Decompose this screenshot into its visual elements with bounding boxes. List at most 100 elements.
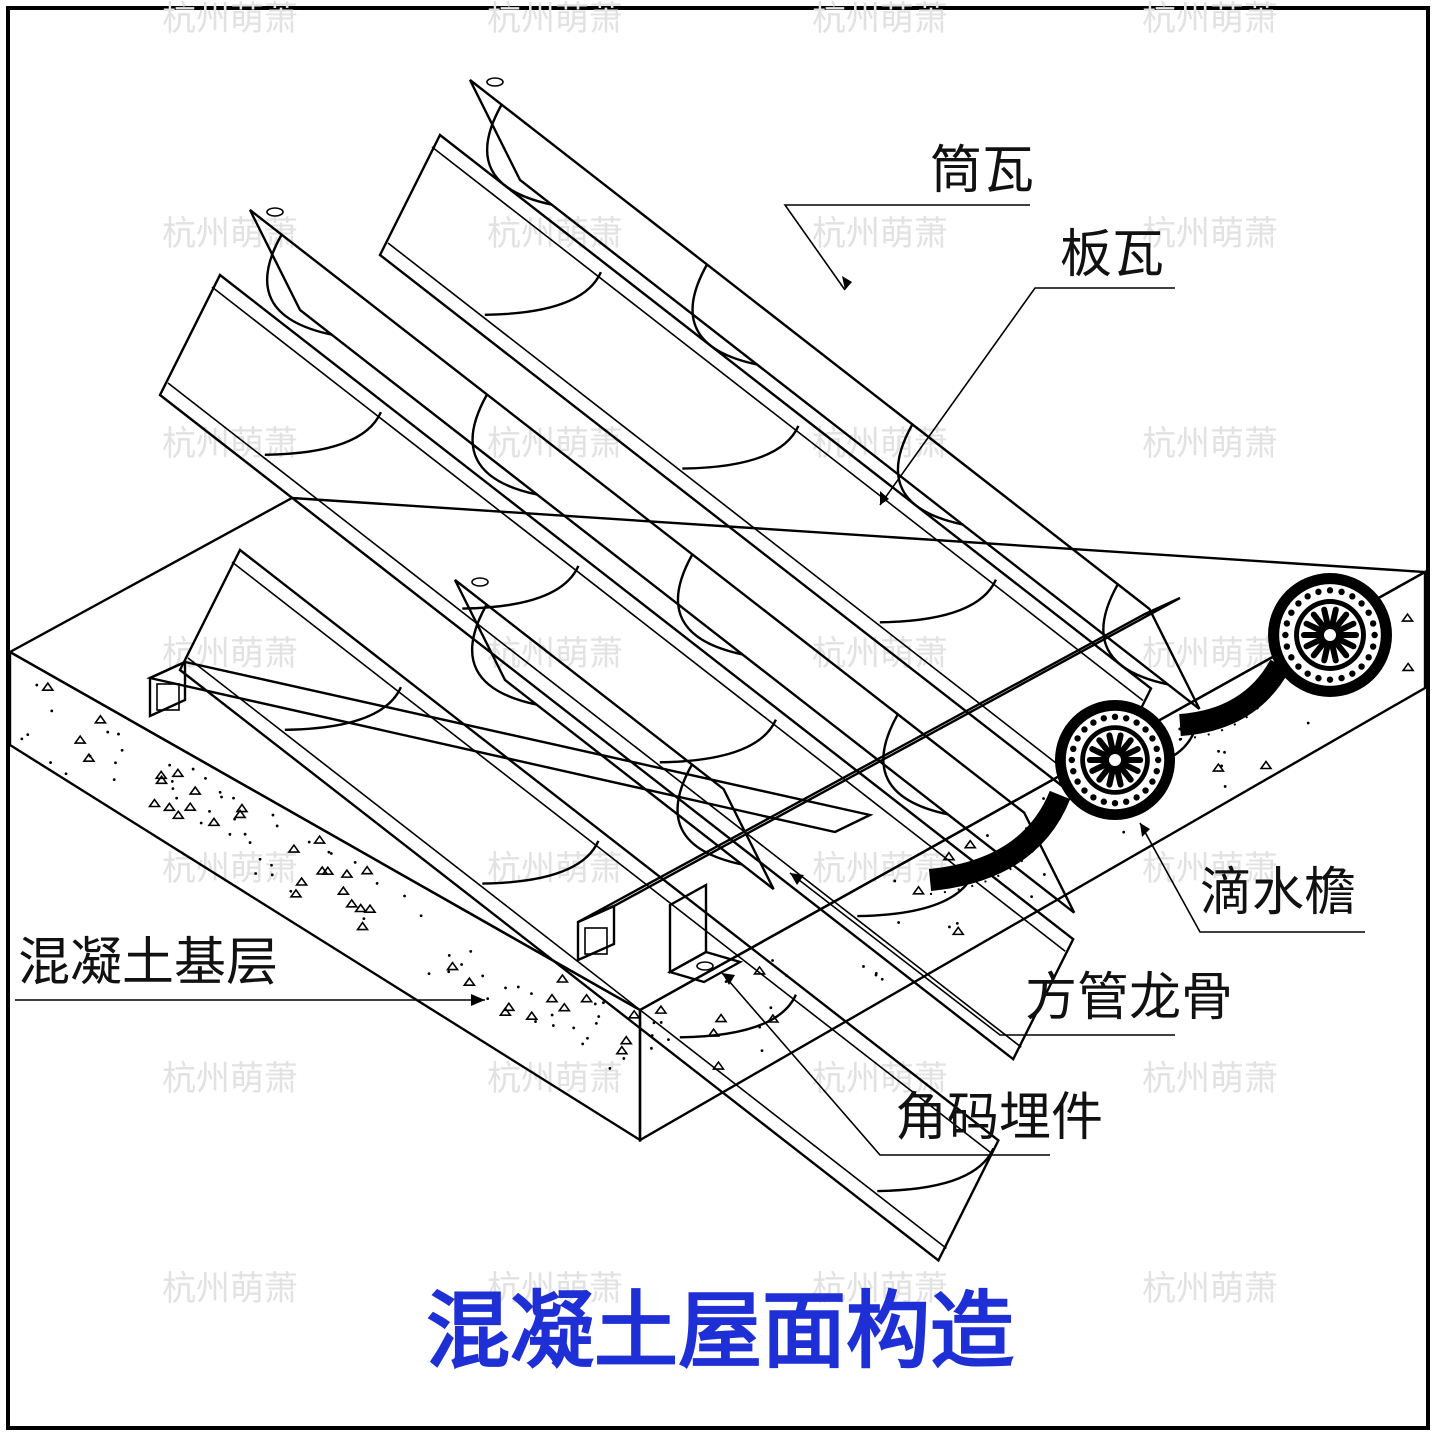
barrel-tile-joint (896, 423, 963, 526)
watermark-text: 杭州萌萧 (487, 424, 623, 464)
aggregate-dot (1042, 797, 1045, 800)
aggregate-dot (419, 914, 423, 918)
label-banwa: 板瓦 (1060, 225, 1164, 285)
eave-bead (1358, 663, 1365, 670)
eave-bead (1111, 713, 1119, 720)
pan-tile-joint (264, 411, 382, 456)
aggregate-mark (233, 809, 247, 819)
aggregate-mark (580, 993, 594, 1003)
eave-bead (1133, 794, 1140, 801)
aggregate-mark (171, 767, 185, 778)
watermark-text: 杭州萌萧 (162, 424, 298, 464)
pan-tile-rib (211, 286, 1066, 952)
pan-tile-rib (187, 657, 947, 1250)
aggregate-dot (353, 861, 357, 864)
watermark-text: 杭州萌萧 (1142, 1269, 1278, 1309)
aggregate-dot (1223, 785, 1227, 788)
aggregate-dot (551, 1024, 555, 1027)
eave-arc-beads (1179, 678, 1281, 740)
eave-bead (1288, 654, 1295, 661)
watermark-text: 杭州萌萧 (162, 0, 298, 39)
aggregate-dot (608, 1066, 612, 1070)
eave-bead (1149, 735, 1156, 742)
eave-bead (1365, 654, 1372, 661)
pan-tile-joint (659, 719, 777, 764)
nail-hole (486, 77, 504, 87)
aggregate-mark (498, 1006, 512, 1017)
aggregate-dot (1042, 873, 1046, 876)
eave-center (1109, 754, 1121, 766)
aggregate-dot (622, 1057, 626, 1060)
barrel-tile-body (468, 79, 1201, 710)
barrel-tile-joint (485, 104, 552, 206)
aggregate-mark (654, 1004, 668, 1014)
aggregate-dot (220, 795, 223, 799)
aggregate-mark (555, 973, 570, 983)
aggregate-dot (650, 1046, 653, 1050)
aggregate-dot (880, 977, 884, 981)
eave-bead (1315, 588, 1322, 596)
nail-hole (471, 577, 489, 587)
eave-bead (1068, 756, 1076, 764)
aggregate-mark (545, 993, 559, 1003)
aggregate-dot (232, 796, 235, 800)
aggregate-dot (893, 879, 897, 883)
eave-bead (1122, 798, 1130, 805)
aggregate-dot (862, 965, 865, 968)
aggregate-dot (769, 1006, 773, 1010)
barrel-tile-joint (882, 713, 949, 816)
watermark-text: 杭州萌萧 (162, 634, 298, 674)
aggregate-dot (258, 857, 262, 861)
aggregate-mark (711, 1060, 726, 1070)
pan-tile-joint (879, 579, 997, 624)
eave-bead (1304, 593, 1311, 600)
aggregate-mark (1400, 612, 1415, 622)
pan-tile-surface (178, 548, 1000, 1263)
eave-bead (1153, 745, 1160, 753)
label-dishuiyan: 滴水檐 (1200, 863, 1356, 923)
aggregate-dot (874, 973, 878, 977)
eave-bead (1149, 778, 1156, 785)
pan-tile-joint (462, 565, 580, 610)
aggregate-mark (154, 769, 168, 780)
aggregate-dot (403, 894, 406, 898)
aggregate-dot (171, 787, 175, 791)
eave-bead (1338, 674, 1345, 682)
eave-bead (1365, 609, 1372, 616)
barrel-tile-joint (265, 234, 332, 336)
aggregate-dot (120, 748, 124, 752)
eave-bead (1142, 787, 1149, 794)
aggregate-dot (427, 972, 431, 975)
watermark-text: 杭州萌萧 (812, 634, 948, 674)
tile-rows (158, 77, 1201, 1263)
eave-bead (1295, 600, 1302, 607)
watermark-text: 杭州萌萧 (1142, 1059, 1278, 1099)
aggregate-mark (525, 1010, 539, 1020)
aggregate-mark (557, 1002, 571, 1012)
eave-bead (1133, 719, 1140, 726)
eave-bead (1090, 719, 1097, 726)
aggregate-mark (619, 1035, 633, 1045)
aggregate-mark (360, 865, 374, 875)
aggregate-dot (271, 813, 275, 817)
aggregate-mark (445, 961, 460, 971)
eave-bead (1081, 726, 1088, 733)
aggregate-mark (73, 734, 87, 744)
barrel-tile-joint (691, 263, 758, 366)
eave-bead (1282, 631, 1289, 639)
pan-tile-joint (284, 686, 402, 731)
eave-bead (1304, 670, 1311, 677)
aggregate-mark (313, 834, 327, 844)
eave-bead (1349, 593, 1356, 600)
aggregate-dot (659, 1021, 663, 1024)
drip-eave-arc (1179, 659, 1290, 740)
aggregate-mark (462, 976, 476, 986)
aggregate-dot (760, 1049, 764, 1053)
aggregate-mark (289, 888, 303, 898)
aggregate-dot (114, 761, 117, 765)
aggregate-dot (530, 992, 533, 996)
eave-bead (1070, 767, 1077, 775)
aggregate-dot (986, 834, 989, 837)
eave-bead (1122, 715, 1130, 722)
